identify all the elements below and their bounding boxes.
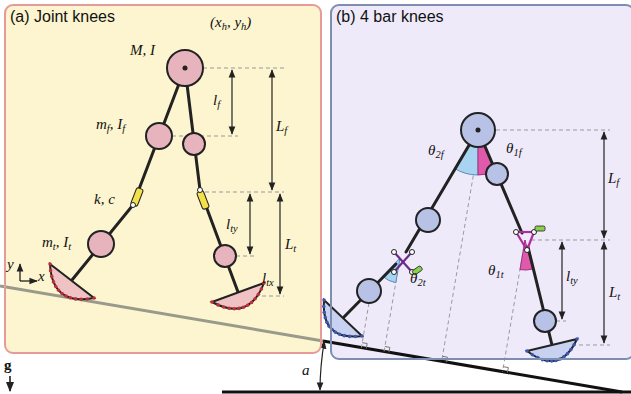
contact-dot	[250, 301, 254, 305]
contact-dot	[60, 292, 64, 296]
contact-dot	[322, 305, 326, 309]
dimension-lines	[232, 70, 280, 294]
panel-heading: (b) 4 bar knees	[332, 6, 448, 28]
contact-dot	[325, 320, 329, 324]
normal-line	[361, 303, 369, 348]
dimension-lines	[562, 132, 604, 343]
contact-dot	[79, 297, 83, 301]
knee-spring	[535, 226, 545, 231]
foot	[50, 264, 94, 299]
contact-dot	[342, 334, 346, 338]
contact-dot	[360, 334, 364, 338]
shank-mass: mt, It	[42, 234, 71, 252]
gravity-arrow	[9, 376, 11, 391]
contact-dot	[92, 296, 96, 300]
leader-lines	[496, 130, 610, 345]
foot-contact-points	[48, 262, 579, 363]
hip-center	[183, 66, 188, 71]
angle-label: θ1t	[488, 262, 504, 280]
contact-dot	[334, 330, 338, 334]
contact-dot	[64, 294, 68, 298]
axis-label: x	[38, 268, 45, 285]
dimension-label: Lf	[276, 118, 287, 136]
axis-arrow	[19, 264, 20, 281]
contact-dot	[227, 307, 231, 311]
contact-dot	[354, 335, 358, 339]
angle-label: θ1f	[506, 140, 522, 158]
right-angle-mark	[362, 343, 367, 349]
contact-dot	[569, 348, 573, 352]
contact-dot	[48, 262, 52, 266]
slope-line	[323, 341, 622, 392]
contact-dot	[242, 305, 246, 309]
angle-label: a	[302, 362, 310, 379]
contact-dot	[85, 297, 89, 301]
four-bar-linkage	[514, 230, 537, 253]
hip-center	[476, 128, 481, 133]
contact-dot	[52, 280, 56, 284]
panel-heading: (a) Joint knees	[6, 6, 119, 28]
hip-mass: M, I	[130, 42, 155, 59]
contact-dot	[50, 275, 54, 279]
dimension-label: lty	[566, 268, 578, 286]
angle-label: θ2t	[410, 270, 426, 288]
foot	[212, 283, 264, 309]
contact-dot	[257, 293, 261, 297]
contact-dot	[210, 300, 214, 304]
thigh-mass: mf, If	[96, 116, 125, 134]
knee-spring-label: k, c	[94, 191, 115, 208]
contact-dot	[237, 307, 241, 311]
contact-dot	[54, 285, 58, 289]
point-masses	[88, 50, 236, 267]
dimension-label: lty	[226, 216, 238, 234]
contact-dot	[338, 332, 342, 336]
contact-dot	[69, 296, 73, 300]
leg-links	[72, 68, 238, 292]
dimension-label: ltx	[262, 270, 274, 288]
contact-dot	[253, 297, 257, 301]
right-angle-mark	[385, 347, 390, 353]
panel-a-ground	[4, 4, 322, 354]
contact-dot	[531, 353, 535, 357]
contact-dot	[575, 337, 579, 341]
contact-dot	[322, 311, 326, 315]
point-masses	[357, 113, 556, 332]
gravity-label: g	[4, 357, 12, 374]
hip-coordinates: (xh, yh)	[210, 14, 251, 32]
contact-dot	[57, 289, 61, 293]
panel-b-ground	[330, 4, 631, 360]
foot	[527, 339, 577, 361]
dimension-label: lf	[213, 92, 220, 110]
ground-line	[222, 391, 631, 394]
normal-lines	[361, 148, 525, 372]
dimension-label: Lt	[609, 284, 620, 302]
contact-dot	[232, 307, 236, 311]
axis-label: y	[7, 256, 14, 273]
contact-dot	[348, 335, 352, 339]
contact-dot	[246, 303, 250, 307]
knee-springs	[131, 187, 210, 209]
panel-box: (a) Joint knees	[4, 4, 322, 354]
leg-links	[343, 130, 552, 345]
contact-dot	[323, 316, 327, 320]
panel-box: (b) 4 bar knees	[330, 4, 631, 360]
right-angle-mark	[503, 367, 508, 373]
contact-dot	[260, 287, 264, 291]
contact-dot	[222, 305, 226, 309]
angle-label: θ2f	[428, 142, 444, 160]
dimension-label: Lt	[285, 236, 296, 254]
contact-dot	[566, 352, 570, 356]
axis-arrow	[20, 280, 37, 281]
slope-line	[0, 286, 323, 341]
contact-dot	[216, 303, 220, 307]
contact-dot	[322, 298, 326, 302]
contact-dot	[572, 343, 576, 347]
contact-dot	[49, 269, 53, 273]
leader-lines	[172, 68, 284, 296]
dimension-label: Lf	[608, 170, 619, 188]
contact-dot	[525, 349, 529, 353]
contact-dot	[74, 297, 78, 301]
